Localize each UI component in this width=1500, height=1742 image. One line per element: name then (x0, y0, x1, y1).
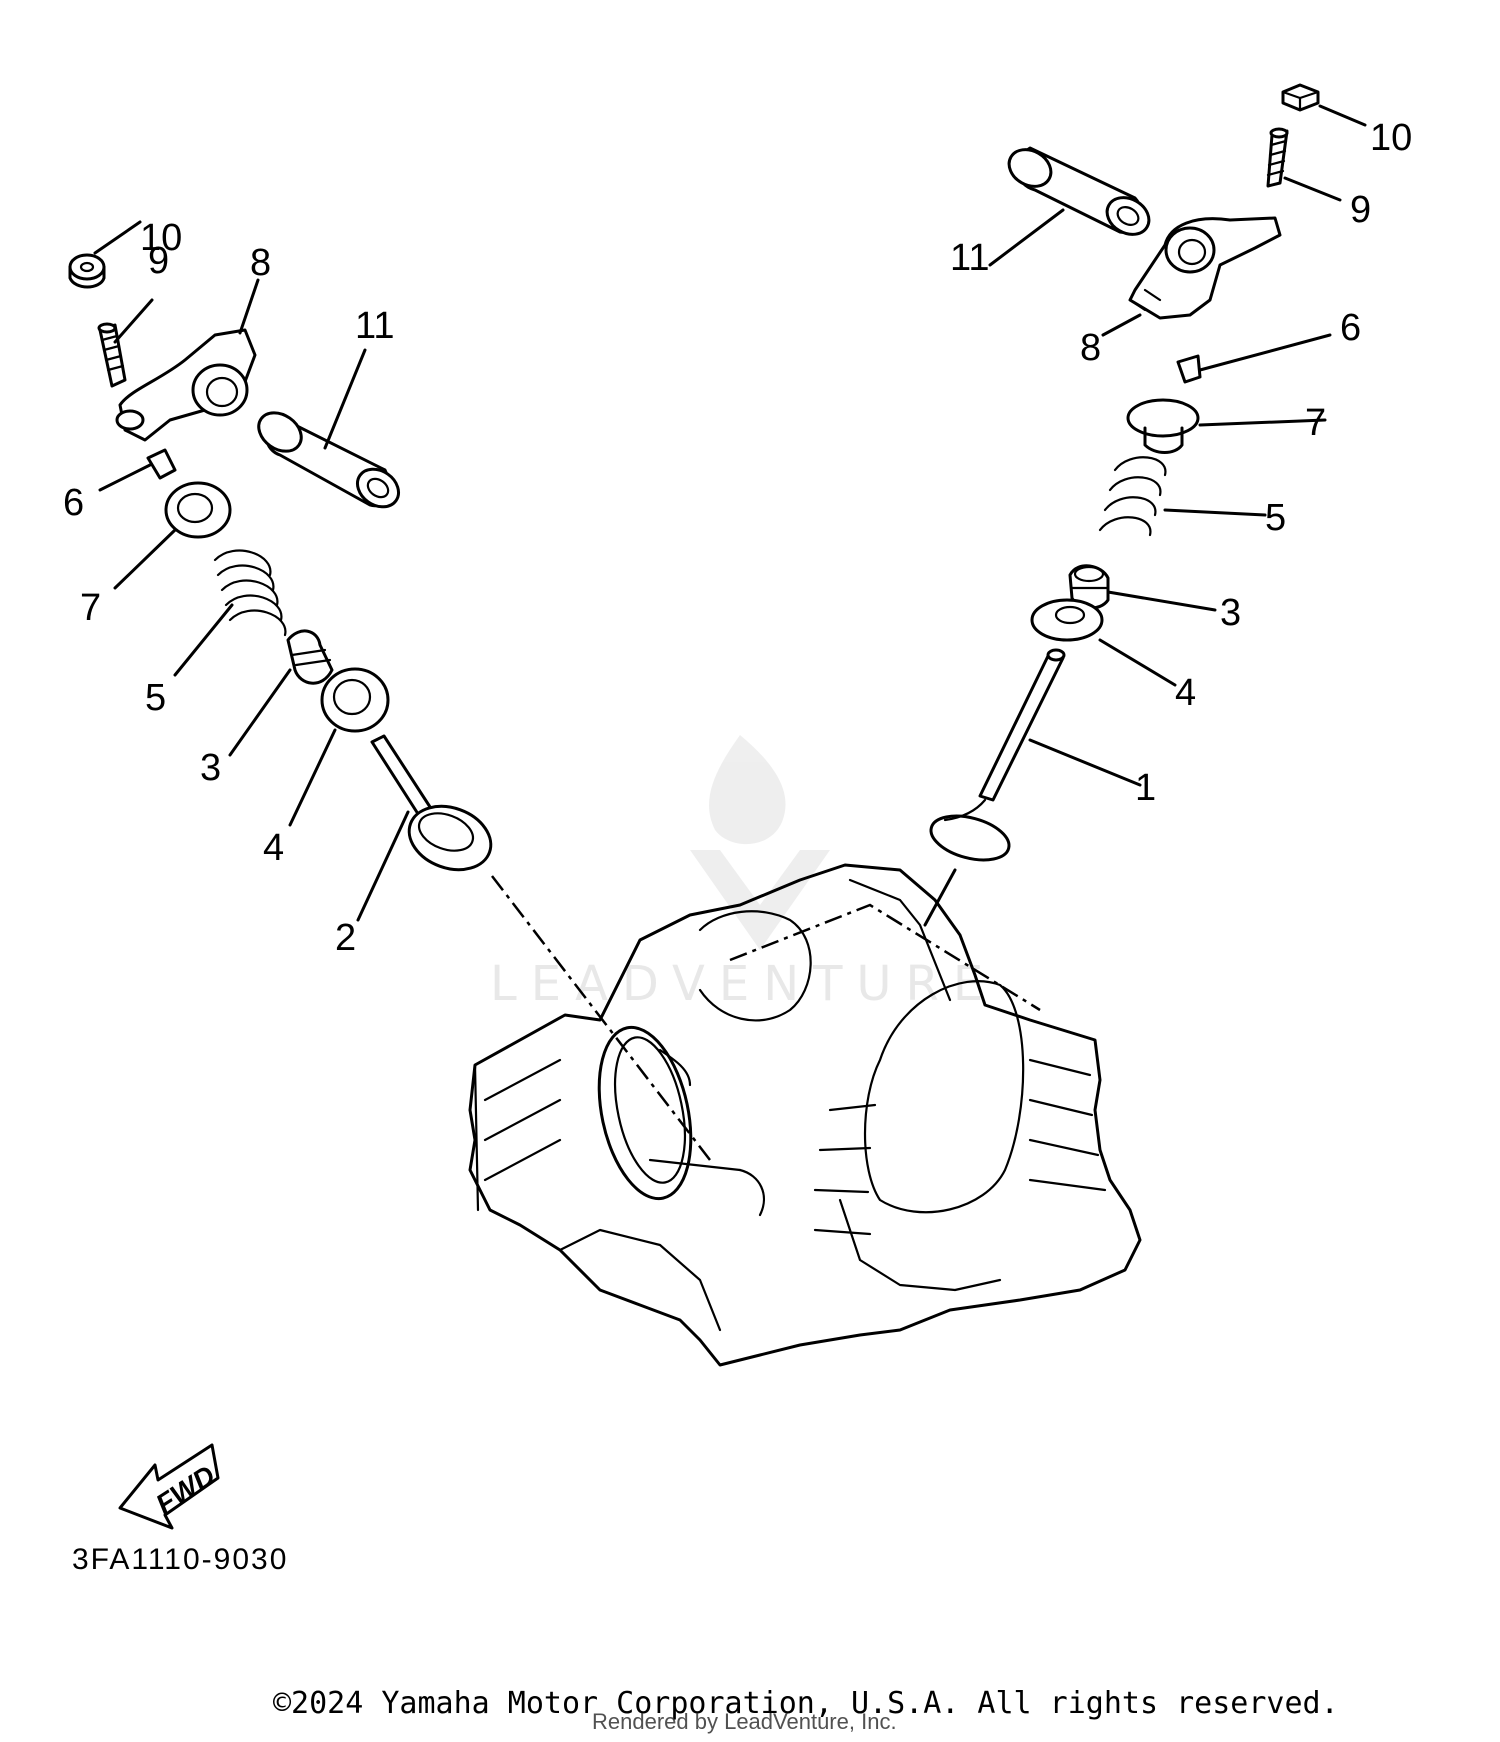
watermark-text: LEADVENTURE (490, 956, 997, 1012)
callout-left-7: 7 (80, 587, 101, 629)
callout-left-8: 8 (250, 242, 271, 284)
left-stem-seal (286, 629, 334, 685)
callout-left-9: 9 (148, 240, 169, 282)
right-valve-assembly (929, 83, 1320, 862)
left-nut (68, 253, 106, 289)
forward-direction-arrow: FWD (118, 1443, 221, 1530)
callout-labels: 10 9 8 11 6 7 5 3 4 2 10 9 11 8 6 7 5 3 … (63, 117, 1412, 959)
diagram-code: 3FA1110-9030 (72, 1543, 289, 1576)
leader-lines (93, 104, 1367, 927)
fwd-label: FWD (150, 1459, 220, 1520)
left-valve-assembly (68, 253, 493, 872)
left-valve-spring (213, 549, 287, 637)
callout-right-5: 5 (1265, 497, 1286, 539)
assembly-centerlines (491, 875, 1041, 1161)
callout-right-10: 10 (1370, 117, 1412, 159)
left-spring-retainer (164, 481, 232, 539)
callout-right-4: 4 (1175, 672, 1196, 714)
callout-left-10: 10 (140, 217, 182, 259)
left-rocker-shaft (257, 411, 400, 509)
copyright-notice: ©2024 Yamaha Motor Corporation, U.S.A. A… (273, 1686, 1339, 1721)
callout-right-6: 6 (1340, 307, 1361, 349)
callout-left-4: 4 (263, 827, 284, 869)
callout-left-11: 11 (355, 305, 394, 347)
left-intake-valve (370, 734, 493, 872)
callout-left-6: 6 (63, 482, 84, 524)
left-cotter (146, 448, 177, 480)
leadventure-watermark: LEADVENTURE (490, 735, 997, 1012)
callout-left-5: 5 (145, 677, 166, 719)
left-spring-seat (320, 667, 390, 733)
callout-right-9: 9 (1350, 189, 1371, 231)
right-rocker-arm (1128, 216, 1282, 320)
callout-right-3: 3 (1220, 592, 1241, 634)
left-adjuster-screw (97, 322, 127, 388)
callout-left-2: 2 (335, 917, 356, 959)
right-spring-seat (1030, 598, 1104, 642)
callout-right-11: 11 (950, 237, 989, 279)
callout-right-7: 7 (1305, 402, 1326, 444)
callout-left-3: 3 (200, 747, 221, 789)
right-adjuster-screw (1266, 127, 1289, 188)
right-valve-spring (1098, 456, 1167, 537)
callout-right-8: 8 (1080, 327, 1101, 369)
right-exhaust-valve (929, 648, 1066, 862)
right-rocker-shaft (1007, 146, 1151, 236)
callout-right-1: 1 (1135, 767, 1156, 809)
right-nut (1281, 83, 1320, 112)
right-cotter (1176, 354, 1202, 384)
left-rocker-arm (115, 328, 257, 442)
right-spring-retainer (1126, 398, 1200, 454)
cylinder-head (468, 863, 1142, 1367)
rendered-by-credit: Rendered by LeadVenture, Inc. (592, 1709, 897, 1734)
